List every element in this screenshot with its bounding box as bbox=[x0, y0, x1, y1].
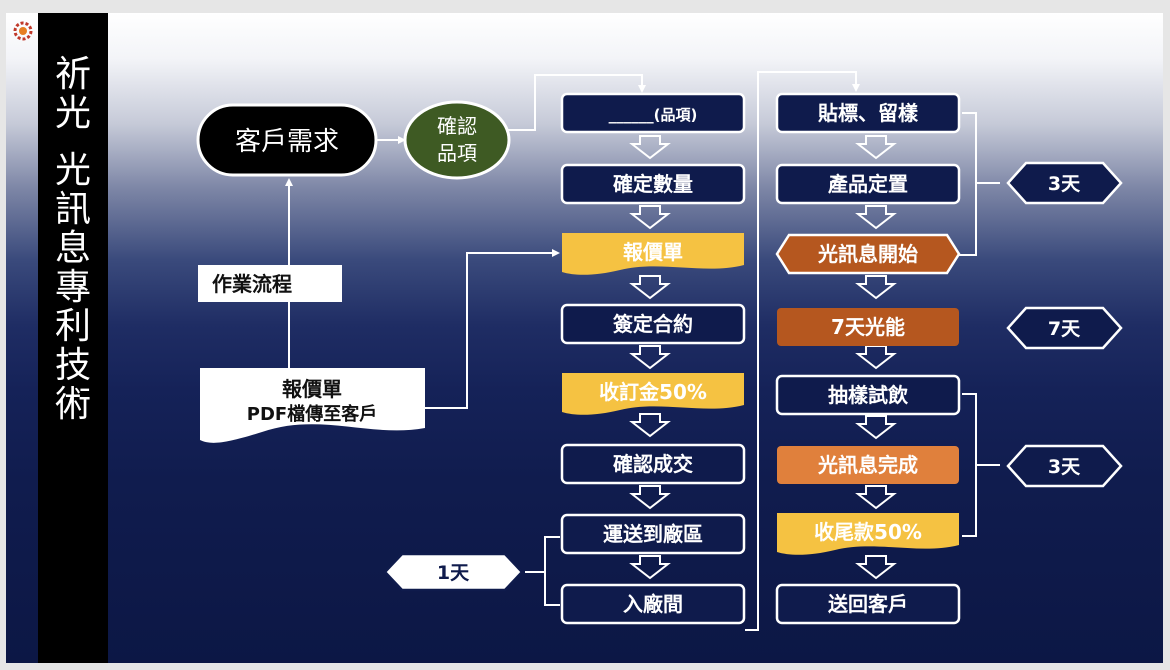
title-char: 光 bbox=[54, 93, 91, 134]
step-seven-day-light: 7天光能 bbox=[777, 308, 959, 346]
duration-7-days: 7天 bbox=[1006, 306, 1123, 350]
duration-3-days-a: 3天 bbox=[1006, 161, 1123, 205]
step-label: 抽樣試飲 bbox=[828, 383, 909, 407]
down-arrow-icon bbox=[629, 275, 671, 300]
down-arrow-icon bbox=[629, 135, 671, 160]
duration-label: 7天 bbox=[1048, 318, 1081, 340]
quote-doc-line1: 報價單 bbox=[282, 377, 342, 401]
process-label: 作業流程 bbox=[212, 272, 292, 296]
confirm-item-node: 確認 品項 bbox=[403, 100, 511, 180]
title-char: 息 bbox=[54, 228, 91, 269]
duration-label: 1天 bbox=[437, 562, 470, 584]
duration-1-day: 1天 bbox=[383, 552, 524, 592]
customer-need-label: 客戶需求 bbox=[235, 127, 339, 157]
step-label: ______(品項) bbox=[609, 106, 698, 124]
title-bar bbox=[38, 13, 108, 663]
title-char: 專 bbox=[54, 267, 91, 308]
col1-steps: ______(品項) 確定數量 報價單 簽定合約 收訂金50% 確認成交 運送到… bbox=[560, 92, 746, 625]
step-label: 運送到廠區 bbox=[603, 522, 703, 546]
step-label: 貼標、留樣 bbox=[818, 101, 919, 125]
down-arrow-icon bbox=[855, 415, 897, 440]
quote-document: 報價單 PDF檔傳至客戶 bbox=[200, 368, 425, 443]
step-label: 收訂金50% bbox=[599, 380, 707, 404]
process-label-box: 作業流程 bbox=[198, 265, 342, 302]
step-quotation: 報價單 bbox=[562, 233, 744, 275]
step-label: 光訊息完成 bbox=[817, 453, 918, 477]
step-deposit: 收訂金50% bbox=[562, 373, 744, 415]
step-return-customer: 送回客戶 bbox=[775, 583, 961, 625]
step-final-payment: 收尾款50% bbox=[777, 513, 959, 555]
title-char: 技 bbox=[54, 345, 91, 386]
bracket-1day bbox=[544, 536, 560, 606]
step-label: 確定數量 bbox=[613, 172, 693, 196]
step-label: 報價單 bbox=[623, 240, 683, 264]
customer-need-node: 客戶需求 bbox=[196, 103, 378, 177]
step-label: 產品定置 bbox=[828, 172, 908, 196]
step-arrows bbox=[629, 135, 897, 580]
duration-label: 3天 bbox=[1048, 173, 1081, 195]
step-enter-factory: 入廠間 bbox=[560, 583, 746, 625]
step-confirm-quantity: 確定數量 bbox=[560, 163, 746, 205]
step-product-placement: 產品定置 bbox=[775, 163, 961, 205]
down-arrow-icon bbox=[629, 555, 671, 580]
duration-label: 3天 bbox=[1048, 456, 1081, 478]
durations: 1天 3天 7天 3天 bbox=[383, 161, 1123, 592]
down-arrow-icon bbox=[855, 555, 897, 580]
step-label: 確認成交 bbox=[613, 452, 693, 476]
col2-steps: 貼標、留樣 產品定置 光訊息開始 7天光能 抽樣試飲 光訊息完成 收尾款50% bbox=[775, 92, 961, 625]
title-char: 術 bbox=[54, 384, 91, 425]
down-arrow-icon bbox=[629, 413, 671, 438]
down-arrow-icon bbox=[855, 135, 897, 160]
quote-doc-line2: PDF檔傳至客戶 bbox=[247, 403, 377, 425]
vertical-title: 祈 光 光 訊 息 專 利 技 術 bbox=[38, 55, 108, 424]
step-ship-to-factory: 運送到廠區 bbox=[560, 513, 746, 555]
step-light-start: 光訊息開始 bbox=[775, 233, 961, 275]
step-label: 入廠間 bbox=[623, 592, 683, 616]
step-sign-contract: 簽定合約 bbox=[560, 303, 746, 345]
down-arrow-icon bbox=[855, 485, 897, 510]
duration-3-days-b: 3天 bbox=[1006, 444, 1123, 488]
title-char: 利 bbox=[54, 306, 91, 347]
bracket-3days-a bbox=[959, 112, 977, 256]
link-col1-col2 bbox=[745, 71, 860, 631]
step-label-sample: 貼標、留樣 bbox=[775, 92, 961, 134]
step-label: 光訊息開始 bbox=[817, 242, 918, 266]
step-item-name: ______(品項) bbox=[560, 92, 746, 134]
step-label: 7天光能 bbox=[831, 315, 905, 339]
bracket-3days-b bbox=[962, 393, 977, 537]
step-sample-tasting: 抽樣試飲 bbox=[775, 374, 961, 416]
step-label: 送回客戶 bbox=[828, 592, 908, 616]
step-light-complete: 光訊息完成 bbox=[777, 446, 959, 484]
title-char: 祈 bbox=[54, 54, 91, 95]
down-arrow-icon bbox=[629, 205, 671, 230]
step-label: 收尾款50% bbox=[814, 520, 922, 544]
step-label: 簽定合約 bbox=[613, 312, 693, 336]
confirm-item-line2: 品項 bbox=[437, 141, 477, 165]
down-arrow-icon bbox=[629, 345, 671, 370]
title-char: 光 bbox=[54, 150, 91, 191]
title-char: 訊 bbox=[54, 189, 91, 230]
down-arrow-icon bbox=[629, 485, 671, 510]
link-doc-quote bbox=[425, 249, 560, 409]
down-arrow-icon bbox=[855, 345, 897, 370]
down-arrow-icon bbox=[855, 275, 897, 300]
down-arrow-icon bbox=[855, 205, 897, 230]
step-confirm-deal: 確認成交 bbox=[560, 443, 746, 485]
company-logo bbox=[13, 21, 33, 41]
link-confirm-col1 bbox=[508, 74, 646, 131]
confirm-item-line1: 確認 bbox=[437, 114, 477, 138]
